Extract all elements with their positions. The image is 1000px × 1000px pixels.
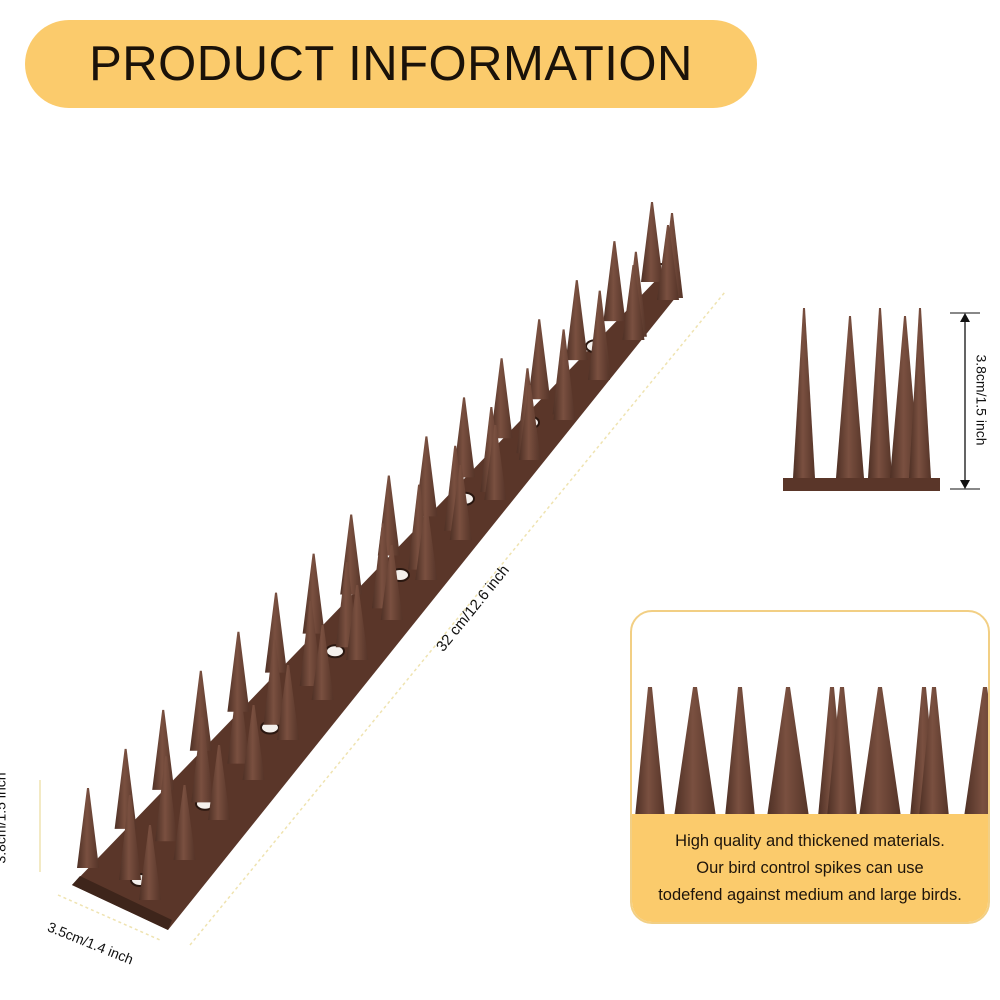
spike — [208, 745, 231, 820]
spike — [484, 425, 507, 500]
spike — [227, 678, 250, 764]
spike — [346, 585, 369, 660]
info-line: Our bird control spikes can use — [696, 859, 924, 877]
spike — [302, 553, 325, 634]
spike — [263, 639, 286, 725]
closeup-spike — [919, 687, 949, 817]
spike — [380, 545, 403, 620]
spike — [449, 465, 472, 540]
closeup-spike — [859, 687, 901, 817]
spike — [265, 592, 287, 673]
info-line: todefend against medium and large birds. — [658, 886, 962, 904]
spike — [565, 280, 588, 361]
spike — [518, 385, 541, 460]
spike — [453, 397, 475, 478]
info-text: High quality and thickened materials. Ou… — [632, 828, 988, 909]
title-banner: PRODUCT INFORMATION — [25, 20, 757, 108]
side-spike-group — [793, 308, 931, 478]
spike — [277, 665, 300, 740]
info-line: High quality and thickened materials. — [675, 832, 945, 850]
spike — [173, 785, 196, 860]
spike — [641, 202, 663, 282]
spike — [119, 795, 141, 880]
spike — [299, 601, 322, 686]
closeup-spike — [674, 687, 716, 817]
width-dimension-line — [57, 894, 161, 941]
closeup-spike — [767, 687, 809, 817]
main-spike-group — [77, 202, 683, 900]
closeup-spike — [725, 687, 755, 817]
side-spike — [868, 308, 892, 478]
spike — [553, 345, 576, 420]
spike — [622, 265, 645, 340]
spike — [155, 756, 178, 842]
closeup-spike — [635, 687, 665, 817]
page-title: PRODUCT INFORMATION — [89, 37, 693, 91]
closeup-spike — [964, 687, 988, 817]
height-label-side: 3.8cm/1.5 inch — [973, 354, 990, 446]
spike — [657, 225, 679, 300]
spike — [490, 358, 513, 439]
spike — [77, 788, 99, 868]
spike — [227, 631, 250, 712]
spike — [242, 705, 265, 780]
length-dimension-line — [189, 291, 726, 946]
side-spike — [909, 308, 931, 478]
spike — [587, 305, 610, 380]
side-view-base — [783, 478, 940, 491]
height-label-main: 3.8cm/1.5 inch — [0, 772, 9, 864]
side-spike — [836, 316, 864, 478]
spike — [415, 505, 438, 580]
info-box-background — [632, 814, 988, 922]
closeup-spike — [827, 687, 857, 817]
spike — [528, 319, 551, 400]
side-spike — [793, 308, 815, 478]
closeup-spike-group — [635, 687, 988, 817]
spike — [139, 825, 161, 900]
info-box: High quality and thickened materials. Ou… — [630, 610, 990, 924]
spike — [189, 670, 212, 751]
spike — [191, 717, 214, 803]
spike — [311, 625, 334, 700]
spike — [603, 241, 626, 322]
